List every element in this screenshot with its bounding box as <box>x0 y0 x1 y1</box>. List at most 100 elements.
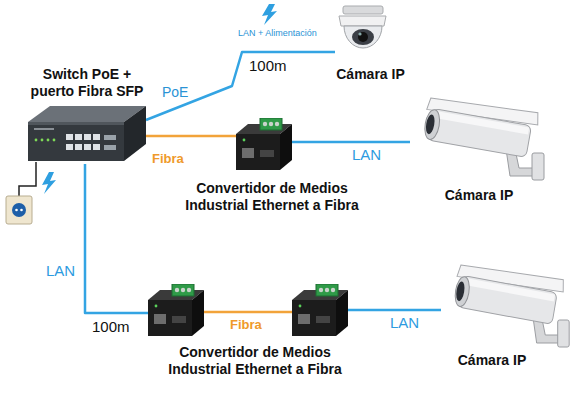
device-label: Convertidor de Medios Industrial Etherne… <box>185 180 360 214</box>
lan-link <box>348 309 441 312</box>
illustration-part <box>187 288 191 292</box>
illustration-part <box>172 284 194 296</box>
illustration-part <box>53 139 56 142</box>
illustration-part <box>336 290 348 336</box>
link-label: Fibra <box>228 316 264 333</box>
bullet-camera-picture <box>410 85 548 183</box>
illustration-part <box>242 148 254 158</box>
illustration-part <box>422 94 540 159</box>
illustration-part <box>172 316 186 323</box>
illustration-part <box>433 111 529 135</box>
illustration-part <box>104 135 116 140</box>
illustration-part <box>269 122 273 126</box>
link-label: PoE <box>160 84 190 101</box>
link-note: LAN + Alimentación <box>238 27 317 39</box>
illustration-part <box>75 134 82 140</box>
media-converter: Convertidor de Medios Industrial Etherne… <box>236 118 292 170</box>
illustration-part <box>155 305 158 308</box>
illustration-part <box>292 300 336 336</box>
socket-hole <box>20 209 23 212</box>
illustration-part <box>299 305 302 308</box>
illustration-part <box>427 109 531 158</box>
illustration-part <box>154 314 166 324</box>
illustration-part <box>425 114 436 135</box>
device-label: Convertidor de Medios Industrial Etherne… <box>168 344 343 378</box>
illustration-part <box>84 144 91 150</box>
dome-camera: Cámara IP <box>335 4 390 58</box>
illustration-part <box>41 139 44 142</box>
power-cord <box>19 162 36 196</box>
illustration-part <box>463 278 555 302</box>
media-converter-picture <box>292 284 348 336</box>
illustration-part <box>339 16 386 26</box>
illustration-part <box>452 261 565 326</box>
media-converter-picture <box>148 284 204 336</box>
illustration-part <box>93 134 100 140</box>
illustration-part <box>558 320 569 347</box>
illustration-part <box>280 124 292 170</box>
illustration-part <box>148 300 192 336</box>
wall-socket <box>6 196 32 224</box>
link-label: Fibra <box>150 150 186 167</box>
illustration-part <box>124 106 146 161</box>
illustration-part <box>93 144 100 150</box>
illustration-part <box>28 122 124 161</box>
lan-link <box>85 164 148 313</box>
illustration-part <box>175 288 179 292</box>
illustration-part <box>84 134 91 140</box>
device-label: Cámara IP <box>326 66 416 83</box>
socket-face <box>12 203 26 217</box>
link-label: LAN <box>350 146 383 163</box>
device-label: Cámara IP <box>442 352 542 369</box>
distance-label: 100m <box>92 318 130 335</box>
illustration-part <box>260 150 274 157</box>
bullet-camera: Cámara IP <box>441 252 573 350</box>
illustration-part <box>263 122 267 126</box>
poe-switch-picture <box>28 104 146 164</box>
device-label: Cámara IP <box>429 187 529 204</box>
illustration-part <box>260 118 282 130</box>
illustration-part <box>104 145 116 150</box>
bullet-camera-picture <box>441 252 573 350</box>
illustration-part <box>35 139 38 142</box>
illustration-part <box>47 139 50 142</box>
poe-switch: Switch PoE + puerto Fibra SFP <box>28 104 146 164</box>
illustration-part <box>331 288 335 292</box>
illustration-part <box>325 288 329 292</box>
illustration-part <box>358 32 368 42</box>
illustration-part <box>453 276 471 308</box>
illustration-part <box>316 284 338 296</box>
illustration-part <box>66 134 73 140</box>
illustration-part <box>192 290 204 336</box>
link-label: LAN <box>44 262 77 279</box>
illustration-part <box>343 6 383 14</box>
media-converter-picture <box>236 118 292 170</box>
illustration-part <box>243 139 246 142</box>
media-converter: Convertidor de Medios Industrial Etherne… <box>148 284 204 336</box>
fiber-link <box>204 311 292 314</box>
illustration-part <box>458 276 558 325</box>
fiber-link <box>146 135 236 138</box>
illustration-part <box>316 316 330 323</box>
illustration-part <box>344 26 382 48</box>
illustration-part <box>66 144 73 150</box>
link-label: LAN <box>388 314 421 331</box>
illustration-part <box>28 122 124 125</box>
illustration-part <box>236 134 280 170</box>
illustration-part <box>298 314 310 324</box>
power-bolt-icon <box>42 172 56 194</box>
device-label: Switch PoE + puerto Fibra SFP <box>22 66 152 100</box>
illustration-part <box>423 109 442 141</box>
illustration-part <box>275 122 279 126</box>
illustration-part <box>532 153 544 180</box>
illustration-part <box>34 128 54 130</box>
lan-link <box>146 52 335 120</box>
media-converter <box>292 284 348 336</box>
power-bolt-icon <box>262 4 277 25</box>
illustration-part <box>181 288 185 292</box>
illustration-part <box>75 144 82 150</box>
illustration-part <box>352 29 374 45</box>
socket-hole <box>15 209 18 212</box>
